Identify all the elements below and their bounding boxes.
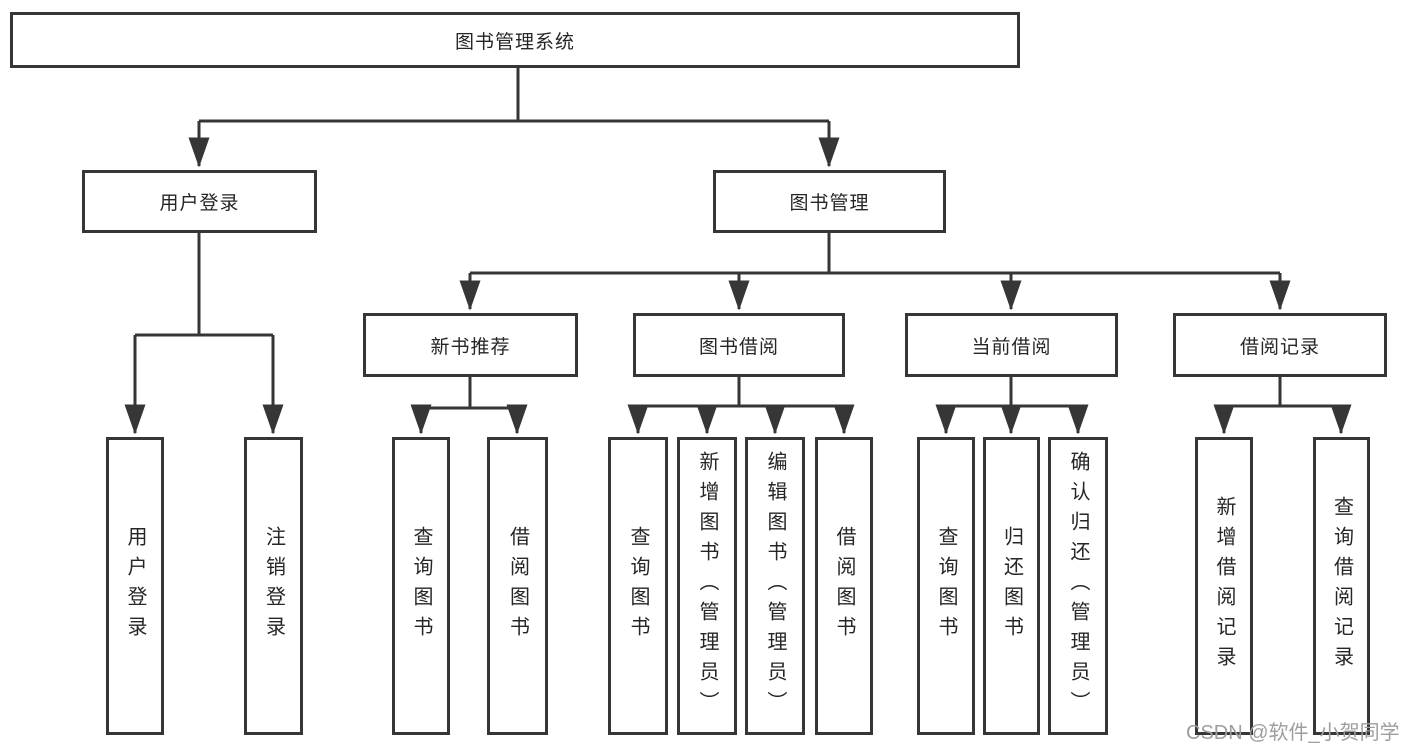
node-new-book-recommend-label: 新书推荐 [430, 336, 511, 358]
leaf-logout-label: 注销登录 [262, 526, 285, 646]
node-book-management: 图书管理 [713, 170, 946, 233]
leaf-user-login: 用户登录 [106, 437, 164, 735]
leaf-edit-books-admin: 编辑图书（管理员） [745, 437, 805, 735]
connector-borrow-records-elbow [1224, 377, 1341, 408]
leaf-user-login-label: 用户登录 [124, 526, 146, 646]
leaf-borrow-books-recommend: 借阅图书 [487, 437, 548, 735]
node-book-borrow: 图书借阅 [633, 313, 845, 377]
node-root: 图书管理系统 [10, 12, 1020, 68]
csdn-watermark: CSDN @软件_小贺同学 [1186, 722, 1400, 744]
leaf-query-books-current-label: 查询图书 [935, 526, 957, 646]
leaf-confirm-return-admin-label: 确认归还（管理员） [1067, 451, 1089, 721]
node-borrow-records: 借阅记录 [1173, 313, 1387, 377]
leaf-query-books-borrow-label: 查询图书 [627, 526, 649, 646]
connector-current-borrow-elbow [946, 377, 1078, 408]
leaf-add-books-admin: 新增图书（管理员） [677, 437, 737, 735]
leaf-borrow-books-recommend-label: 借阅图书 [506, 526, 529, 646]
leaf-query-books-current: 查询图书 [917, 437, 975, 735]
leaf-return-books-label: 归还图书 [1000, 526, 1023, 646]
leaf-query-books-recommend: 查询图书 [392, 437, 450, 735]
leaf-query-borrow-record: 查询借阅记录 [1313, 437, 1370, 735]
node-book-borrow-label: 图书借阅 [698, 336, 779, 358]
node-book-management-label: 图书管理 [789, 193, 870, 214]
leaf-add-borrow-record: 新增借阅记录 [1195, 437, 1253, 735]
leaf-borrow-books: 借阅图书 [815, 437, 873, 735]
leaf-query-books-recommend-label: 查询图书 [410, 526, 432, 646]
leaf-return-books: 归还图书 [983, 437, 1040, 735]
leaf-edit-books-admin-label: 编辑图书（管理员） [764, 451, 786, 721]
leaf-add-books-admin-label: 新增图书（管理员） [696, 451, 718, 721]
connector-new-book-elbow [421, 377, 517, 410]
leaf-logout: 注销登录 [244, 437, 303, 735]
leaf-confirm-return-admin: 确认归还（管理员） [1048, 437, 1108, 735]
node-borrow-records-label: 借阅记录 [1239, 336, 1320, 358]
leaf-borrow-books-label: 借阅图书 [833, 526, 855, 646]
connector-user-login-elbow [135, 233, 273, 337]
leaf-query-borrow-record-label: 查询借阅记录 [1330, 496, 1353, 676]
node-current-borrow-label: 当前借阅 [971, 336, 1052, 358]
connector-root-elbow [199, 68, 829, 123]
connector-book-mgmt-elbow [470, 233, 1280, 275]
leaf-add-borrow-record-label: 新增借阅记录 [1213, 496, 1235, 676]
leaf-query-books-borrow: 查询图书 [608, 437, 668, 735]
node-new-book-recommend: 新书推荐 [363, 313, 578, 377]
node-user-login: 用户登录 [82, 170, 317, 233]
connector-book-borrow-elbow [638, 377, 844, 408]
node-current-borrow: 当前借阅 [905, 313, 1118, 377]
node-root-label: 图书管理系统 [454, 31, 575, 53]
node-user-login-label: 用户登录 [159, 193, 240, 214]
